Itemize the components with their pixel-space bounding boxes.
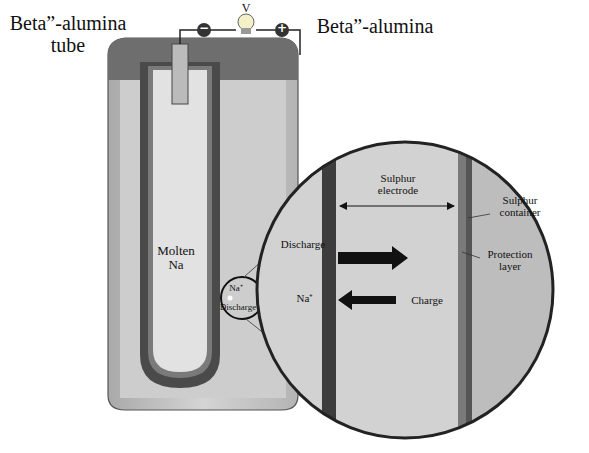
protection-layer-band (458, 140, 466, 440)
charge-arrow (338, 290, 396, 310)
beta-alumina-tube (140, 62, 220, 388)
current-collector (172, 44, 188, 104)
part-label: Molten Na (154, 244, 198, 273)
voltage-label: V (242, 2, 251, 15)
terminal-sign: − (199, 22, 209, 35)
leader-line (468, 214, 490, 218)
positive-wire (288, 30, 300, 55)
negative-wire (180, 30, 199, 44)
ion-label: Na⁺ (297, 292, 314, 304)
process-label: Discharge (220, 303, 256, 313)
bulb-base (241, 28, 251, 34)
leader-line (462, 252, 480, 258)
light-bulb (238, 14, 254, 30)
process-label: Charge (411, 294, 443, 306)
ion-label: Na⁺ (229, 284, 243, 294)
zoom-circle-large (257, 142, 553, 438)
negative-terminal (197, 23, 211, 37)
positive-terminal (275, 23, 289, 37)
process-label: Discharge (281, 238, 325, 250)
sulphur-container-band (466, 140, 472, 440)
beta-alumina-band (322, 140, 336, 440)
discharge-arrow (338, 246, 408, 270)
part-label: Beta”-alumina (317, 15, 434, 37)
part-label: Sulphur electrode (368, 172, 428, 196)
part-label: Beta”-alumina tube (3, 12, 133, 56)
part-label: Sulphur container (490, 194, 550, 218)
cell-casing (108, 38, 298, 410)
molten-sodium (153, 70, 207, 372)
part-label: Protection layer (480, 248, 540, 272)
ion-dot (228, 296, 233, 301)
electrode-width-arrow (340, 205, 454, 206)
terminal-sign: + (277, 22, 287, 35)
tube-wall-inner (148, 66, 212, 378)
